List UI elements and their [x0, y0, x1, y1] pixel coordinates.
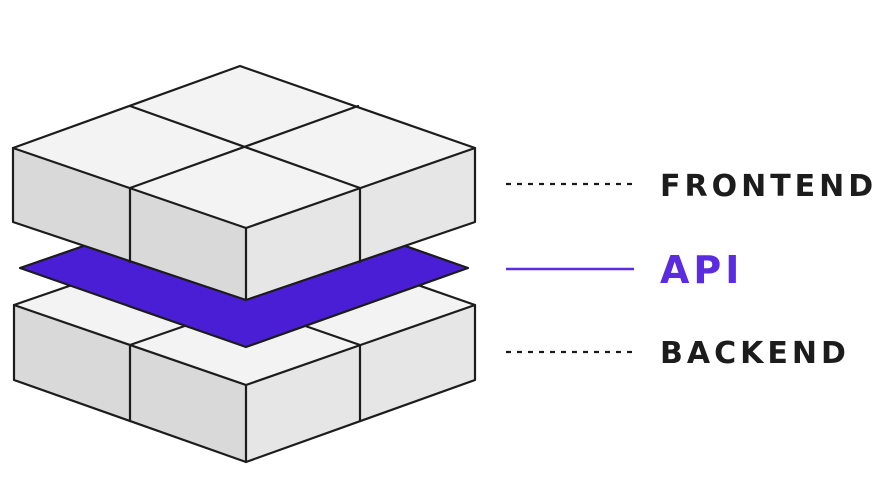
api-label: API: [660, 248, 743, 292]
frontend-label: FRONTEND: [660, 169, 877, 204]
backend-label: BACKEND: [660, 336, 850, 371]
